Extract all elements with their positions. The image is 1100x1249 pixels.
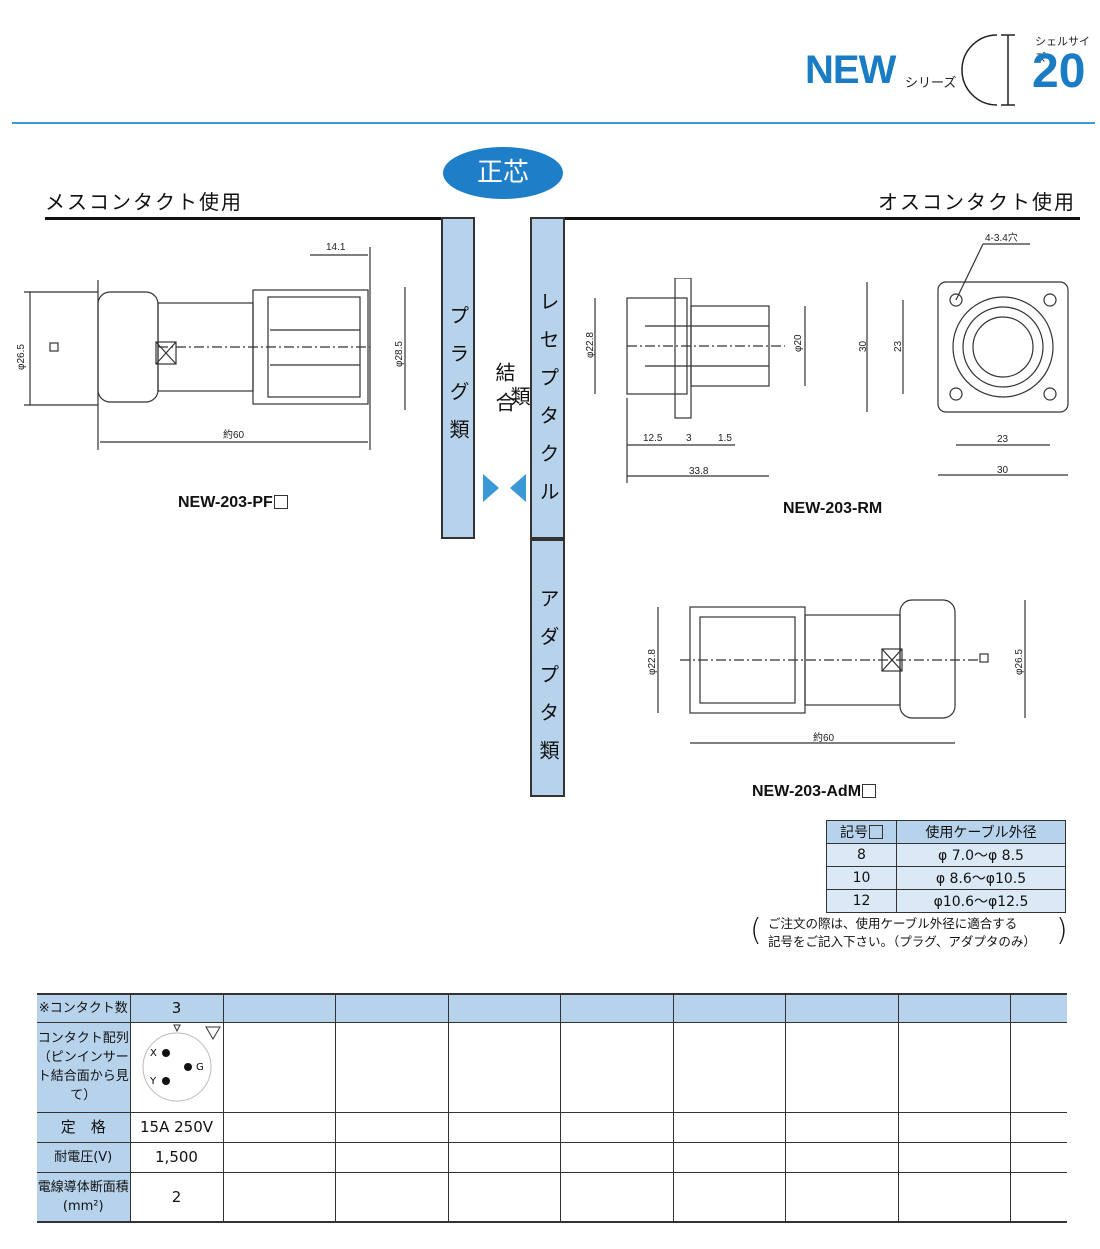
contact-count-value: 3 — [130, 993, 224, 1023]
rm-dim-22-8: φ22.8 — [585, 332, 596, 358]
pf-dim-26-5: φ26.5 — [16, 344, 27, 370]
spec-table: ※コンタクト数 3 コンタクト配列（ピンインサート結合面から見て） X Y G … — [37, 993, 1067, 1223]
pin-y-label: Y — [149, 1076, 157, 1087]
rm-model-label: NEW-203-RM — [783, 500, 883, 517]
pin-x-label: X — [150, 1048, 157, 1059]
code-box-icon — [862, 784, 877, 798]
cable-code: 8 — [826, 843, 897, 867]
cable-code: 10 — [826, 866, 897, 890]
pin-layout-icon: X Y G — [142, 1024, 221, 1102]
table-row: 電線導体断面積(mm²) 2 — [37, 1172, 1067, 1223]
flange-dim-23-v: 23 — [893, 340, 904, 352]
voltage-label: 耐電圧(V) — [37, 1142, 131, 1173]
plug-bar: プラグ類 — [441, 217, 475, 539]
cable-range: φ 8.6〜φ10.5 — [896, 866, 1066, 890]
rm-dim-20: φ20 — [793, 334, 804, 352]
rm-dim-1-5: 1.5 — [718, 433, 732, 444]
voltage-value: 1,500 — [130, 1142, 224, 1173]
code-box-icon — [273, 495, 288, 509]
rm-dim-3: 3 — [686, 433, 692, 444]
series-label: シリーズ — [905, 76, 957, 91]
rm-dim-33-8: 33.8 — [689, 466, 709, 477]
table-row: コンタクト配列（ピンインサート結合面から見て） X Y G — [37, 1022, 1067, 1113]
adapter-adm-drawing: φ22.8 φ26.5 約60 — [647, 599, 1026, 744]
coupling-label: 結合 — [492, 362, 516, 422]
table-row: ※コンタクト数 3 — [37, 993, 1067, 1023]
note-close-paren: ) — [1056, 913, 1068, 948]
shell-bracket-graphic — [961, 34, 1015, 106]
pin-g-label: G — [196, 1062, 204, 1073]
left-section-rule — [45, 217, 475, 220]
cable-header-code: 記号 — [826, 820, 897, 844]
cable-range: φ 7.0〜φ 8.5 — [896, 843, 1066, 867]
cable-size-table: 記号 使用ケーブル外径 8 φ 7.0〜φ 8.5 10 φ 8.6〜φ10.5… — [826, 820, 1066, 913]
note-open-paren: ( — [750, 913, 762, 948]
receptacle-rm-drawing: φ22.8 φ20 12.5 3 1.5 33.8 — [585, 278, 806, 483]
right-section-title: オスコンタクト使用 — [878, 190, 1076, 214]
badge-oval: 正芯 — [443, 147, 563, 199]
cable-header-range: 使用ケーブル外径 — [896, 820, 1066, 844]
receptacle-bar: レセプタクル類 — [507, 217, 565, 539]
pf-dim-28-5: φ28.5 — [394, 341, 405, 367]
left-section-title: メスコンタクト使用 — [45, 190, 243, 214]
left-arrow-icon — [510, 474, 526, 502]
right-section-rule — [530, 217, 1080, 220]
shell-size-number: 20 — [1032, 45, 1086, 98]
right-arrow-icon — [483, 474, 499, 502]
table-row: 耐電圧(V) 1,500 — [37, 1142, 1067, 1173]
table-row: 12 φ10.6〜φ12.5 — [826, 889, 1066, 913]
rating-value: 15A 250V — [130, 1112, 224, 1143]
order-note: ご注文の際は、使用ケーブル外径に適合する 記号をご記入下さい。（プラグ、アダプタ… — [768, 915, 1088, 951]
table-row: 8 φ 7.0〜φ 8.5 — [826, 843, 1066, 867]
adm-dim-22-8: φ22.8 — [647, 649, 658, 675]
rm-dim-12-5: 12.5 — [643, 433, 663, 444]
header-divider — [12, 122, 1095, 124]
table-row: 定 格 15A 250V — [37, 1112, 1067, 1143]
shell-size-label: シェルサイズ — [1035, 35, 1090, 64]
rating-label: 定 格 — [37, 1112, 131, 1143]
pf-dim-14-1: 14.1 — [326, 242, 346, 253]
pf-model-label: NEW-203-PF — [178, 494, 288, 512]
flange-dim-23-h: 23 — [997, 434, 1009, 445]
area-value: 2 — [130, 1172, 224, 1223]
flange-dim-30-h: 30 — [997, 465, 1009, 476]
flange-dim-30-v: 30 — [858, 340, 869, 352]
contact-layout-label: コンタクト配列（ピンインサート結合面から見て） — [37, 1022, 131, 1113]
brand-name: NEW — [805, 48, 896, 92]
contact-layout-diagram: X Y G — [130, 1022, 224, 1113]
adm-model-label: NEW-203-AdM — [752, 783, 877, 801]
cable-code: 12 — [826, 889, 897, 913]
cable-range: φ10.6〜φ12.5 — [896, 889, 1066, 913]
area-label: 電線導体断面積(mm²) — [37, 1172, 131, 1223]
code-box-icon — [869, 825, 883, 839]
pf-dim-60: 約60 — [223, 428, 245, 441]
table-row: 10 φ 8.6〜φ10.5 — [826, 866, 1066, 890]
order-note-line2: 記号をご記入下さい。（プラグ、アダプタのみ） — [768, 934, 1036, 949]
contact-count-label: ※コンタクト数 — [37, 993, 131, 1023]
flange-dim-holes: 4-3.4穴 — [985, 231, 1018, 244]
adm-dim-26-5: φ26.5 — [1014, 649, 1025, 675]
adm-dim-60: 約60 — [813, 731, 835, 744]
adapter-bar: アダプタ類 — [530, 539, 565, 797]
plug-pf-drawing: 14.1 φ26.5 φ28.5 約60 — [16, 242, 406, 450]
flange-front-drawing: 4-3.4穴 30 23 23 30 — [858, 231, 1069, 476]
order-note-line1: ご注文の際は、使用ケーブル外径に適合する — [768, 916, 1018, 931]
